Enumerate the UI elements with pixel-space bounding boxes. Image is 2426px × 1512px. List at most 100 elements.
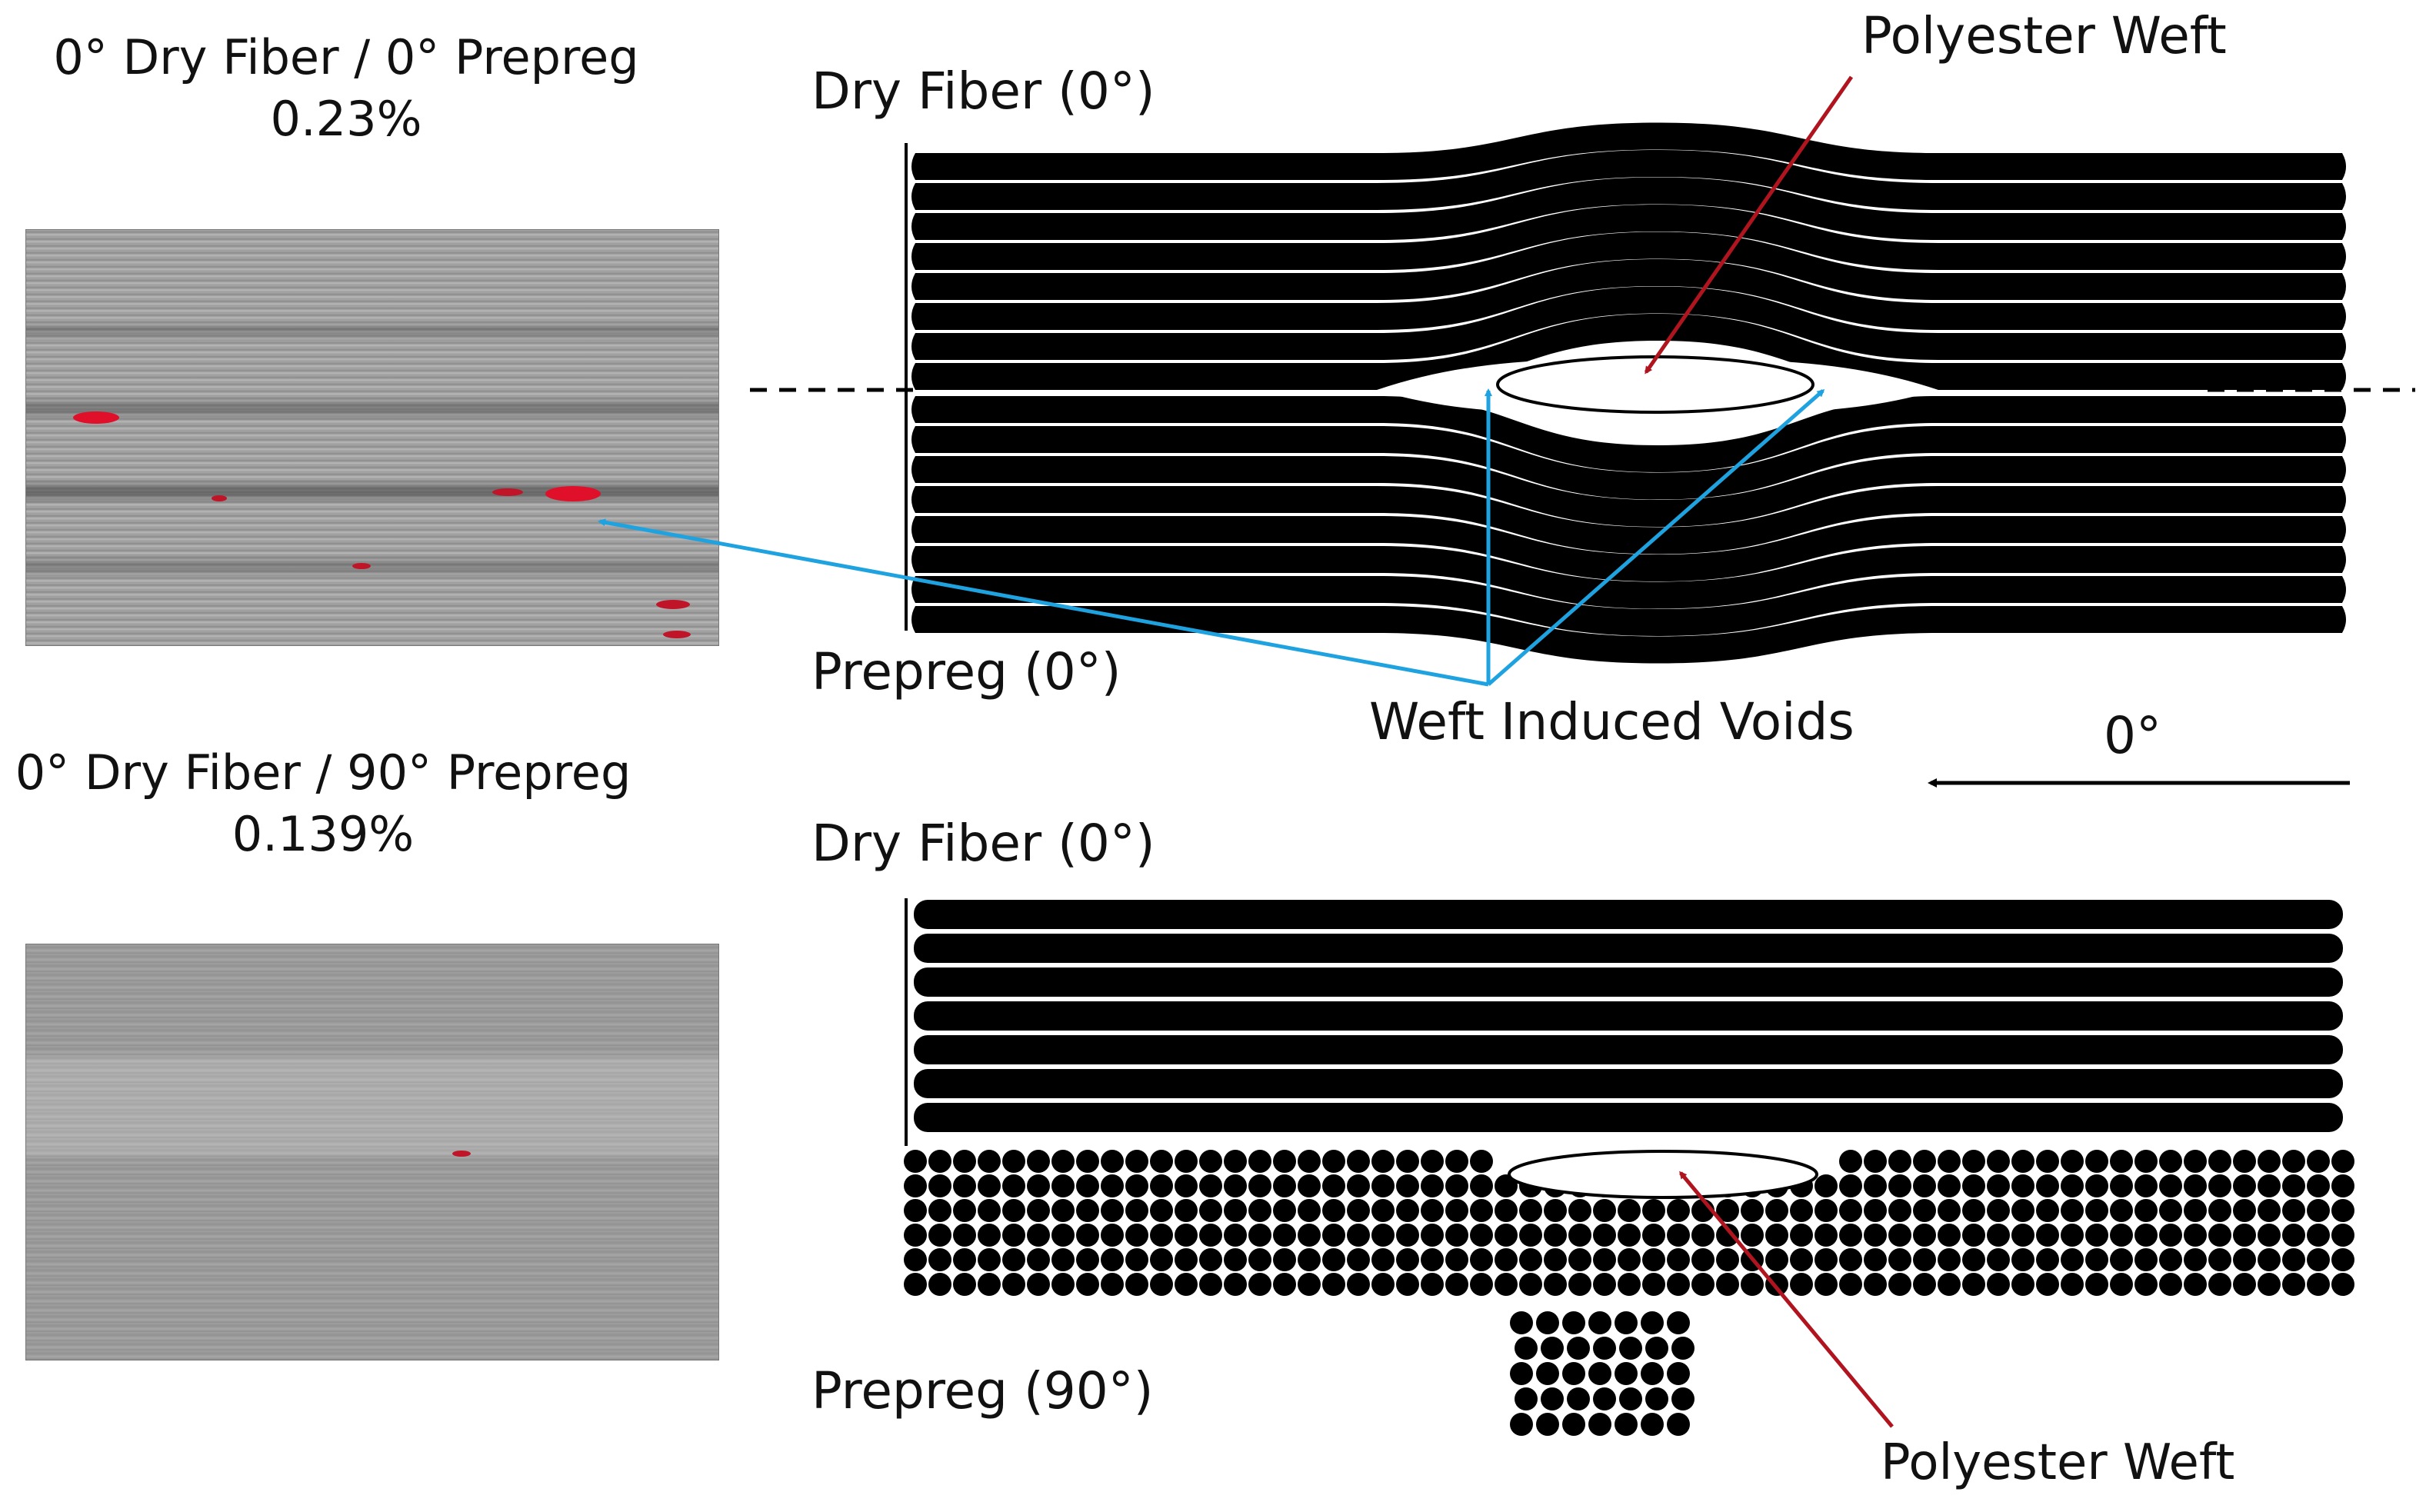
prepreg-tow: [2258, 1174, 2281, 1197]
prepreg-tow: [2085, 1150, 2108, 1173]
ct-image-top: [25, 229, 719, 646]
fiber-tow: [914, 1035, 2343, 1064]
prepreg-tow: [2307, 1150, 2330, 1173]
prepreg-tow: [1150, 1174, 1173, 1197]
prepreg-tow: [953, 1199, 976, 1222]
prepreg-tow: [1175, 1150, 1198, 1173]
prepreg-tow: [904, 1248, 927, 1271]
prepreg-tow: [1199, 1224, 1222, 1247]
prepreg-tow: [1642, 1224, 1665, 1247]
prepreg-tow: [1536, 1362, 1559, 1385]
prepreg-tow: [1741, 1273, 1764, 1296]
prepreg-tow: [1515, 1387, 1538, 1410]
prepreg-tow: [1615, 1311, 1638, 1334]
prepreg-tow: [1888, 1248, 1911, 1271]
prepreg-tow: [904, 1150, 927, 1173]
prepreg-tow: [1741, 1224, 1764, 1247]
prepreg-tow: [2233, 1174, 2256, 1197]
prepreg-tow: [2134, 1174, 2158, 1197]
prepreg-tow: [1125, 1224, 1148, 1247]
prepreg-tow: [1101, 1273, 1124, 1296]
prepreg-tow: [1790, 1273, 1813, 1296]
void-markers: [73, 411, 691, 1157]
prepreg-tow: [1175, 1248, 1198, 1271]
prepreg-tow: [1619, 1337, 1642, 1360]
fiber-tow: [911, 456, 2346, 527]
prepreg-tow: [1298, 1224, 1321, 1247]
prepreg-tow: [1224, 1273, 1247, 1296]
prepreg-tow: [1593, 1224, 1616, 1247]
prepreg-tow: [1445, 1150, 1468, 1173]
prepreg-tow: [904, 1224, 927, 1247]
prepreg-tow: [1987, 1248, 2010, 1271]
prepreg-tow: [2134, 1150, 2158, 1173]
prepreg-tow: [2307, 1224, 2330, 1247]
prepreg-tow: [1962, 1248, 1985, 1271]
prepreg-tow: [2307, 1273, 2330, 1296]
prepreg-tow: [1864, 1273, 1887, 1296]
prepreg-tow: [1790, 1199, 1813, 1222]
prepreg-tow: [1273, 1248, 1296, 1271]
prepreg-tow: [2085, 1224, 2108, 1247]
prepreg-tow: [1371, 1174, 1395, 1197]
prepreg-tow: [2110, 1199, 2133, 1222]
prepreg-tow: [2036, 1150, 2059, 1173]
prepreg-tow: [2085, 1273, 2108, 1296]
prepreg-tow: [1199, 1199, 1222, 1222]
prepreg-tow: [1076, 1199, 1099, 1222]
prepreg-tow: [928, 1273, 951, 1296]
prepreg-tow: [1888, 1174, 1911, 1197]
prepreg-tow: [1347, 1273, 1370, 1296]
prepreg-tow: [1568, 1248, 1591, 1271]
bottom-image-caption: 0° Dry Fiber / 90° Prepreg: [15, 744, 631, 801]
prepreg-tow: [1076, 1248, 1099, 1271]
prepreg-tow: [1495, 1224, 1518, 1247]
fiber-tow: [911, 606, 2346, 664]
fiber-tow: [911, 576, 2346, 636]
prepreg-tow: [2184, 1150, 2207, 1173]
prepreg-tow: [1839, 1224, 1862, 1247]
top-void-content: 0.23%: [270, 91, 422, 147]
prepreg-tow: [1371, 1248, 1395, 1271]
prepreg-tow: [1962, 1150, 1985, 1173]
prepreg-tow: [1347, 1150, 1370, 1173]
prepreg-tow: [1618, 1199, 1641, 1222]
prepreg-tow: [2134, 1199, 2158, 1222]
prepreg-tow: [2085, 1248, 2108, 1271]
void-arrows: [598, 388, 1825, 687]
prepreg-tow: [2159, 1273, 2182, 1296]
prepreg-tow: [953, 1248, 976, 1271]
prepreg-tow: [2011, 1174, 2034, 1197]
prepreg-tow: [1667, 1248, 1690, 1271]
prepreg-tow: [1470, 1273, 1493, 1296]
prepreg-tow: [1913, 1273, 1936, 1296]
prepreg-tow: [2208, 1224, 2231, 1247]
prepreg-tow: [1051, 1150, 1075, 1173]
prepreg-tow: [1125, 1273, 1148, 1296]
prepreg-tow: [1962, 1224, 1985, 1247]
prepreg-tow: [1027, 1224, 1050, 1247]
prepreg-tow: [2159, 1150, 2182, 1173]
prepreg-tow: [1541, 1337, 1564, 1360]
prepreg-tow: [1987, 1199, 2010, 1222]
prepreg-tow: [1199, 1248, 1222, 1271]
top-dry-fiber-label: Dry Fiber (0°): [811, 62, 1155, 121]
prepreg-tow: [1588, 1362, 1611, 1385]
prepreg-tow: [1199, 1150, 1222, 1173]
prepreg-tow: [1568, 1224, 1591, 1247]
prepreg-tow: [1101, 1174, 1124, 1197]
prepreg-tow: [1421, 1224, 1444, 1247]
prepreg-tow: [928, 1248, 951, 1271]
prepreg-tow: [1567, 1387, 1590, 1410]
direction-label: 0°: [2104, 706, 2161, 765]
polyester-weft-top: [1496, 355, 1815, 414]
prepreg-tow: [928, 1174, 951, 1197]
prepreg-tow: [1839, 1150, 1862, 1173]
prepreg-tow: [2258, 1273, 2281, 1296]
prepreg-tow: [1027, 1199, 1050, 1222]
prepreg-tow: [1519, 1199, 1542, 1222]
prepreg-tow: [1618, 1224, 1641, 1247]
prepreg-tow: [1445, 1174, 1468, 1197]
prepreg-tow: [1248, 1199, 1271, 1222]
prepreg-tow: [1322, 1224, 1345, 1247]
